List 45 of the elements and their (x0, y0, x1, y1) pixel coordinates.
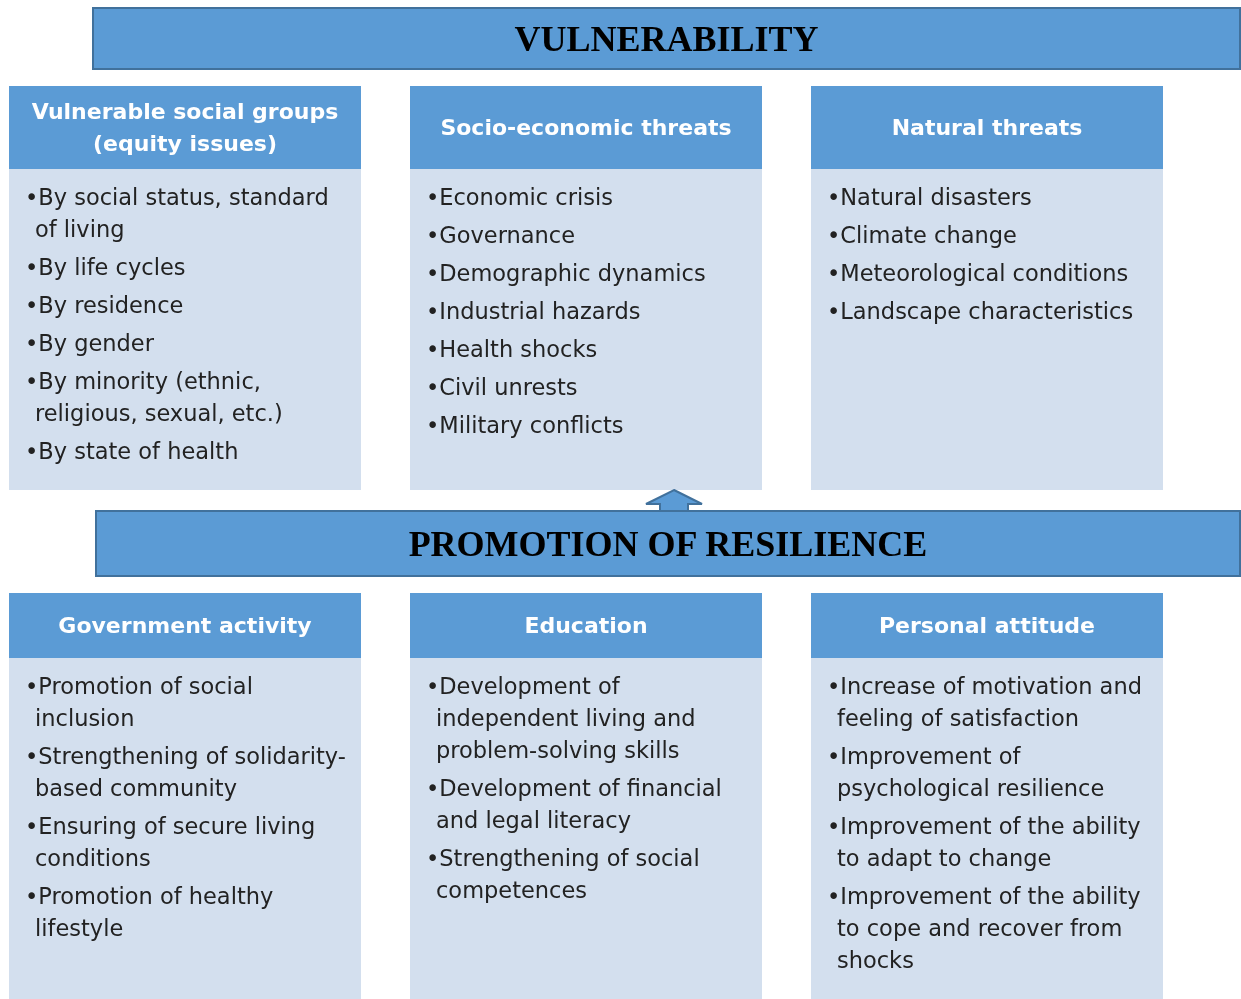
card (9, 593, 361, 999)
bullet-item: •Natural disasters (827, 183, 1033, 212)
card (410, 593, 762, 999)
bullet-item: •By residence (25, 291, 185, 320)
bullet-item: •Development of independent living and problem-solving skills (426, 672, 697, 765)
bullet-item: •Landscape characteristics (827, 297, 1135, 326)
bullet-item: •By minority (ethnic, religious, sexual, etc.) (25, 367, 284, 428)
bullet-item: •Demographic dynamics (426, 259, 707, 288)
bullet-item: •Improvement of the ability to adapt to change (827, 812, 1142, 873)
card-header: Socio-economic threats (410, 86, 762, 169)
bullet-item: •Economic crisis (426, 183, 614, 212)
band-title: VULNERABILITY (514, 17, 819, 60)
bullet-item: •Civil unrests (426, 373, 579, 402)
bullet-item: •Industrial hazards (426, 297, 642, 326)
bullet-item: •Promotion of healthy lifestyle (25, 882, 275, 943)
card-header: Natural threats (811, 86, 1163, 169)
bullet-item: •Promotion of social inclusion (25, 672, 254, 733)
bullet-item: •Increase of motivation and feeling of satisfaction (827, 672, 1143, 733)
bullet-item: •Development of financial and legal literacy (426, 774, 723, 835)
card-header: Education (410, 593, 762, 658)
card-header: Government activity (9, 593, 361, 658)
bullet-item: •Improvement of psychological resilience (827, 742, 1106, 803)
title-band (95, 510, 1241, 577)
bullet-item: •Strengthening of social competences (426, 844, 701, 905)
bullet-item: •Health shocks (426, 335, 599, 364)
block-arrow (645, 488, 703, 512)
bullet-item: •By state of health (25, 437, 240, 466)
card-header: Personal attitude (811, 593, 1163, 658)
bullet-item: •By gender (25, 329, 155, 358)
bullet-item: •Governance (426, 221, 576, 250)
bullet-item: •By life cycles (25, 253, 187, 282)
bullet-item: •By social status, standard of living (25, 183, 330, 244)
bullet-item: •Climate change (827, 221, 1018, 250)
bullet-item: •Ensuring of secure living conditions (25, 812, 317, 873)
title-band (92, 7, 1241, 70)
bullet-item: •Meteorological conditions (827, 259, 1130, 288)
card-header: Vulnerable social groups (equity issues) (9, 86, 361, 169)
bullet-item: •Strengthening of solidarity-based community (25, 742, 347, 803)
bullet-item: •Military conflicts (426, 411, 625, 440)
bullet-item: •Improvement of the ability to cope and recover from shocks (827, 882, 1142, 975)
card (9, 86, 361, 490)
card (811, 593, 1163, 999)
card (811, 86, 1163, 490)
band-title: PROMOTION OF RESILIENCE (408, 522, 928, 565)
card (410, 86, 762, 490)
